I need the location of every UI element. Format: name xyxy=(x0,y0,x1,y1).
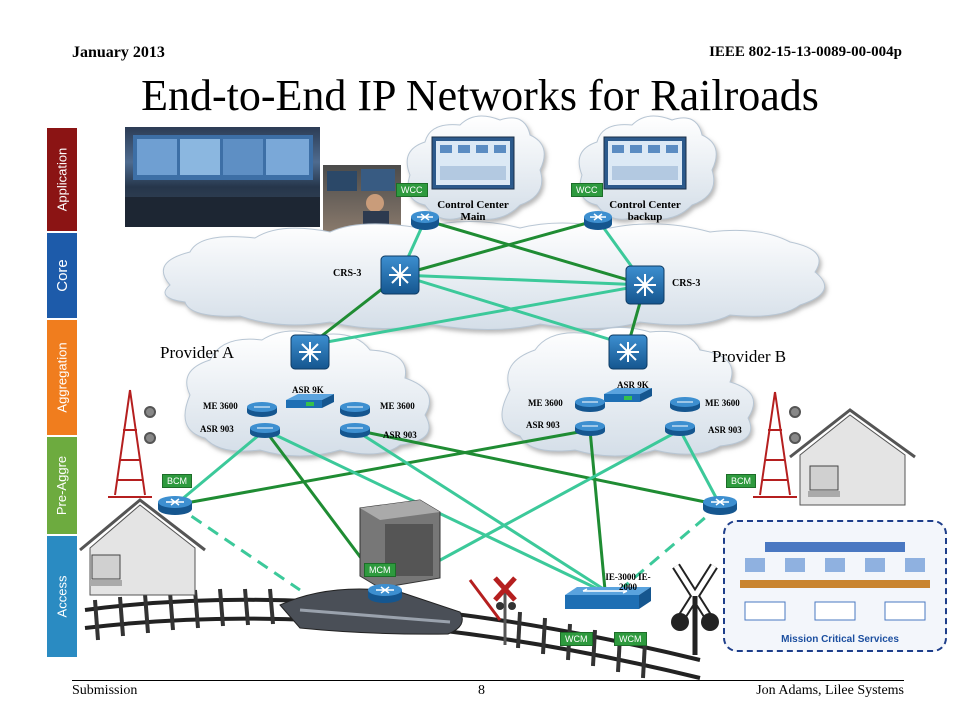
router-asr903-b-left xyxy=(575,421,605,436)
cell-tower-left xyxy=(108,389,156,498)
ie-switch xyxy=(565,587,651,609)
router-me3600-b-right xyxy=(670,397,700,412)
crs3-left-label: CRS-3 xyxy=(333,268,362,279)
router-asr9k-b xyxy=(604,388,652,402)
bcm-left-tag: BCM xyxy=(162,474,192,488)
dashed-links xyxy=(174,503,721,592)
footer-divider xyxy=(72,680,904,681)
me3600-a-left-label: ME 3600 xyxy=(203,401,238,411)
layer-pre-aggregation: Pre-Aggre xyxy=(47,437,77,534)
asr903-a-left-label: ASR 903 xyxy=(200,424,234,434)
crs3-right-label: CRS-3 xyxy=(672,278,701,289)
router-bcm-right xyxy=(703,496,737,515)
wcc-backup-tag: WCC xyxy=(571,183,603,197)
slide-title: End-to-End IP Networks for Railroads xyxy=(141,71,819,120)
provider-a-label: Provider A xyxy=(160,343,235,362)
wcm-left-tag: WCM xyxy=(560,632,593,646)
router-provider-a-agg xyxy=(290,334,330,370)
control-center-main-label: Control Center Main xyxy=(428,199,518,223)
layer-access: Access xyxy=(47,536,77,657)
router-provider-b-agg xyxy=(608,334,648,370)
operator-photo xyxy=(323,165,401,233)
asr903-a-right-label: ASR 903 xyxy=(383,430,417,440)
header-doc-id: IEEE 802-15-13-0089-00-004p xyxy=(709,44,902,60)
ie-switch-label: IE-3000 IE-2000 xyxy=(605,572,651,592)
footer-author: Jon Adams, Lilee Systems xyxy=(756,683,904,698)
router-asr9k-a xyxy=(286,394,334,408)
router-me3600-a-right xyxy=(340,402,370,417)
control-center-main-line1: Control Center xyxy=(437,199,509,211)
control-center-backup-line1: Control Center xyxy=(609,199,681,211)
router-asr903-a-right xyxy=(340,423,370,438)
router-asr903-b-right xyxy=(665,421,695,436)
me3600-b-right-label: ME 3600 xyxy=(705,398,740,408)
me3600-a-right-label: ME 3600 xyxy=(380,401,415,411)
house-left xyxy=(79,498,206,596)
layer-application: Application xyxy=(47,128,77,231)
wcm-right-tag: WCM xyxy=(614,632,647,646)
crossing-sign-large xyxy=(671,563,719,655)
router-wcc-main xyxy=(411,211,439,230)
provider-a-cloud xyxy=(184,330,430,457)
bcm-right-tag: BCM xyxy=(726,474,756,488)
router-bcm-left xyxy=(158,496,192,515)
mission-critical-services-label: Mission Critical Services xyxy=(781,634,899,645)
asr903-b-left-label: ASR 903 xyxy=(526,420,560,430)
control-center-backup-screen xyxy=(603,136,687,190)
router-crs3-right xyxy=(625,265,665,305)
asr9k-a-label: ASR 9K xyxy=(292,385,324,395)
footer-submission: Submission xyxy=(72,683,138,698)
crossing-signal xyxy=(468,576,517,645)
control-center-main-screen xyxy=(431,136,515,190)
layer-core: Core xyxy=(47,233,77,318)
control-center-backup-line2: backup xyxy=(627,211,663,223)
train xyxy=(279,588,463,635)
router-wcc-backup xyxy=(584,211,612,230)
mcm-tag: MCM xyxy=(364,563,396,577)
cell-tower-right xyxy=(753,391,801,498)
router-mcm xyxy=(368,584,402,603)
provider-b-label: Provider B xyxy=(712,347,787,366)
asr903-b-right-label: ASR 903 xyxy=(708,425,742,435)
mission-critical-services-panel xyxy=(723,520,947,652)
control-center-main-line2: Main xyxy=(460,211,486,223)
control-center-backup-label: Control Center backup xyxy=(600,199,690,223)
house-right xyxy=(789,408,916,506)
router-me3600-b-left xyxy=(575,397,605,412)
header-date: January 2013 xyxy=(72,44,165,61)
control-room-photo xyxy=(125,127,320,227)
router-crs3-left xyxy=(380,255,420,295)
wcc-main-tag: WCC xyxy=(396,183,428,197)
router-me3600-a-left xyxy=(247,402,277,417)
footer-page-number: 8 xyxy=(478,683,485,698)
asr9k-b-label: ASR 9K xyxy=(617,380,649,390)
me3600-b-left-label: ME 3600 xyxy=(528,398,563,408)
router-asr903-a-left xyxy=(250,423,280,438)
layer-aggregation: Aggregation xyxy=(47,320,77,435)
